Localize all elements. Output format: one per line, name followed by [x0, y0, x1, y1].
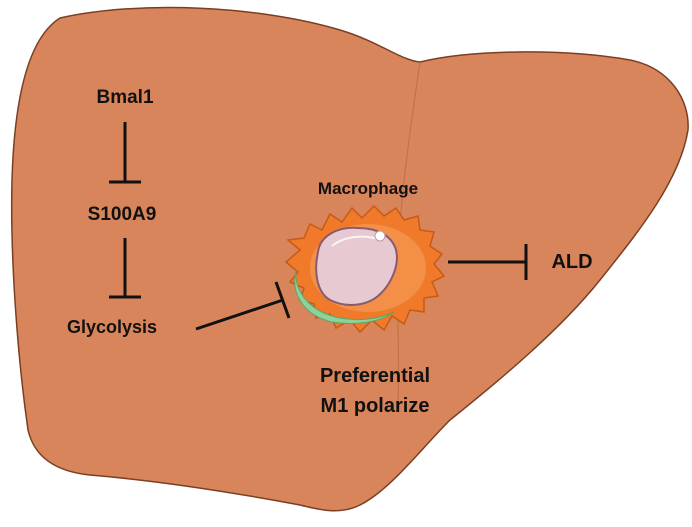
inhibit-s100a9-glycolysis	[109, 238, 141, 299]
glycolysis-label: Glycolysis	[67, 317, 157, 337]
macrophage-icon	[284, 204, 446, 334]
outcome-line1: Preferential	[320, 365, 430, 387]
nucleolus	[374, 230, 386, 242]
ald-label: ALD	[551, 251, 592, 273]
bmal1-label: Bmal1	[96, 87, 153, 108]
inhibit-bmal1-s100a9	[109, 122, 141, 184]
inhibit-macrophage-ald	[448, 244, 528, 280]
outcome-line2: M1 polarize	[321, 395, 430, 417]
inhibit-glycolysis-macrophage	[195, 281, 291, 331]
s100a9-label: S100A9	[88, 204, 157, 225]
nucleus-shape	[315, 226, 398, 306]
macrophage-membrane	[294, 269, 395, 325]
macrophage-label: Macrophage	[318, 179, 418, 198]
